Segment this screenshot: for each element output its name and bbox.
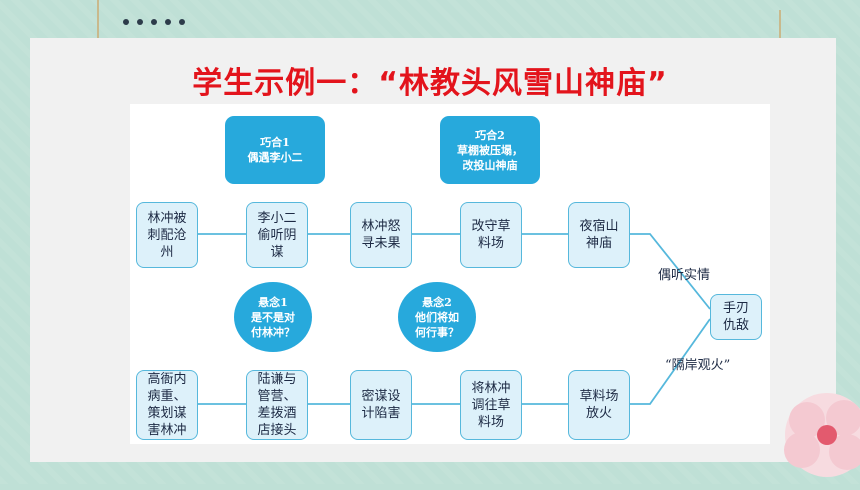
flower-decoration — [784, 393, 860, 477]
end-box: 手刃 仇敌 — [710, 294, 762, 340]
top-box-4: 改守草 料场 — [460, 202, 522, 268]
bottom-box-3: 密谋设 计陷害 — [350, 370, 412, 440]
page-title: 学生示例一：“林教头风雪山神庙” — [192, 66, 668, 101]
bottom-box-5: 草料场 放火 — [568, 370, 630, 440]
top-box-5: 夜宿山 神庙 — [568, 202, 630, 268]
top-box-1: 林冲被 刺配沧 州 — [136, 202, 198, 268]
bottom-box-4: 将林冲 调往草 料场 — [460, 370, 522, 440]
top-box-2: 李小二 偷听阴 谋 — [246, 202, 308, 268]
coincidence-callout-1: 巧合1 偶遇李小二 — [225, 116, 325, 184]
top-box-3: 林冲怒 寻未果 — [350, 202, 412, 268]
coincidence-callout-2: 巧合2 草棚被压塌， 改投山神庙 — [440, 116, 540, 184]
bottom-box-2: 陆谦与 管营、 差拨酒 店接头 — [246, 370, 308, 440]
top-dots-decoration — [123, 19, 185, 25]
connector-lines — [198, 233, 711, 405]
plot-diagram: 巧合1 偶遇李小二 巧合2 草棚被压塌， 改投山神庙 林冲被 刺配沧 州 李小二… — [130, 104, 770, 444]
upper-branch-label: 偶听实情 — [658, 268, 711, 283]
bottom-box-1: 高衙内 病重、 策划谋 害林冲 — [136, 370, 198, 440]
suspense-bubble-1: 悬念1 是不是对 付林冲？ — [234, 282, 312, 352]
lower-branch-label: “隔岸观火” — [665, 358, 731, 373]
suspense-bubble-2: 悬念2 他们将如 何行事？ — [398, 282, 476, 352]
